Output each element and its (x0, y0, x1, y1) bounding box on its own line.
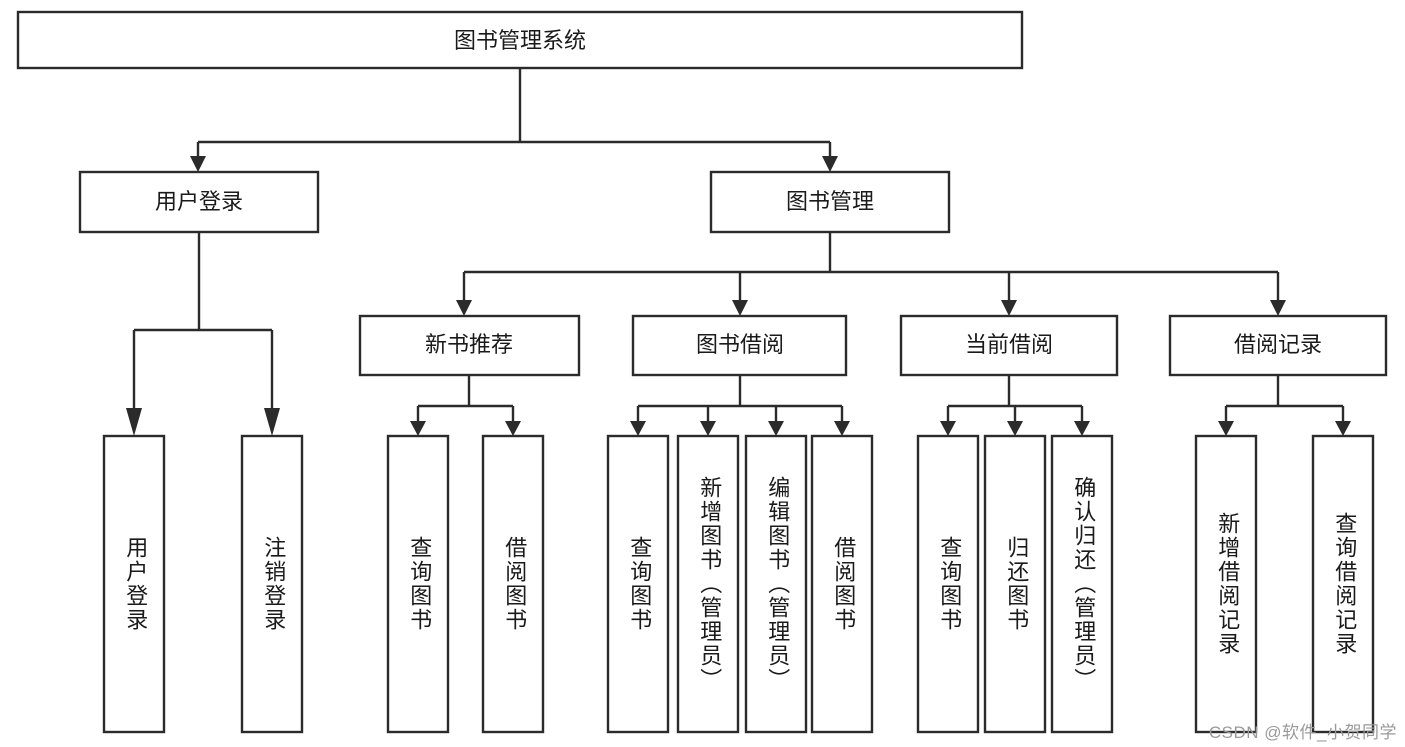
node-leaf-user-login[interactable]: 用户登录 (102, 434, 166, 734)
node-borrow-record-label: 借阅记录 (1234, 332, 1322, 357)
node-leaf-return-book-label: 归还图书 (1004, 536, 1029, 632)
node-leaf-query-borrow-record-label: 查询借阅记录 (1332, 512, 1357, 656)
node-user-login-box[interactable] (78, 170, 320, 234)
node-root-label: 图书管理系统 (454, 28, 586, 53)
node-leaf-borrow-book-new[interactable]: 借阅图书 (481, 434, 545, 734)
arrow-head-icon (1335, 421, 1351, 436)
arrow-head-icon (1007, 421, 1023, 436)
arrow-head-icon (410, 421, 426, 436)
node-current-borrow-box[interactable] (899, 314, 1119, 377)
node-leaf-add-borrow-record-label: 新增借阅记录 (1215, 512, 1240, 656)
node-user-login[interactable]: 用户登录 (78, 170, 320, 234)
node-current-borrow-label: 当前借阅 (965, 332, 1053, 357)
node-leaf-return-book-box[interactable] (983, 434, 1047, 734)
node-new-book-recommend-box[interactable] (358, 314, 581, 377)
node-root-system[interactable]: 图书管理系统 (16, 10, 1024, 70)
arrow-head-icon (1074, 421, 1090, 436)
node-leaf-edit-book-admin-label: 编辑图书（管理员） (765, 476, 790, 692)
node-leaf-user-login-label: 用户登录 (123, 536, 148, 632)
arrow-head-icon (1001, 300, 1017, 316)
node-leaf-edit-book-admin-box[interactable] (744, 434, 808, 734)
node-book-borrow-label: 图书借阅 (696, 332, 784, 357)
node-leaf-query-book-current[interactable]: 查询图书 (916, 434, 980, 734)
node-root-box[interactable] (16, 10, 1024, 70)
arrow-head-icon (190, 156, 206, 172)
arrow-head-icon (768, 421, 784, 436)
node-book-management[interactable]: 图书管理 (709, 170, 951, 234)
node-leaf-add-borrow-record[interactable]: 新增借阅记录 (1194, 434, 1258, 734)
node-new-book-recommend[interactable]: 新书推荐 (358, 314, 581, 377)
arrowheads-group (126, 156, 1351, 436)
node-current-borrow[interactable]: 当前借阅 (899, 314, 1119, 377)
arrow-head-icon (456, 300, 472, 316)
node-leaf-borrow-book-new-box[interactable] (481, 434, 545, 734)
node-leaf-logout[interactable]: 注销登录 (240, 434, 304, 734)
node-leaf-add-borrow-record-box[interactable] (1194, 434, 1258, 734)
arrow-head-icon (505, 421, 521, 436)
arrow-head-icon (264, 408, 280, 436)
arrow-head-icon (1270, 300, 1286, 316)
node-user-login-label: 用户登录 (155, 189, 243, 214)
node-leaf-query-book-current-label: 查询图书 (937, 536, 962, 632)
node-book-management-box[interactable] (709, 170, 951, 234)
node-leaf-return-book[interactable]: 归还图书 (983, 434, 1047, 734)
node-leaf-query-book-new-label: 查询图书 (407, 536, 432, 632)
node-leaf-query-book-current-box[interactable] (916, 434, 980, 734)
node-leaf-query-book-borrow-box[interactable] (606, 434, 670, 734)
node-leaf-query-book-borrow[interactable]: 查询图书 (606, 434, 670, 734)
arrow-head-icon (630, 421, 646, 436)
node-leaf-edit-book-admin[interactable]: 编辑图书（管理员） (744, 434, 808, 734)
node-leaf-logout-label: 注销登录 (261, 536, 286, 632)
node-leaf-add-book-admin-box[interactable] (676, 434, 740, 734)
node-leaf-borrow-book-new-label: 借阅图书 (502, 536, 527, 632)
node-leaf-user-login-box[interactable] (102, 434, 166, 734)
arrow-head-icon (822, 156, 838, 172)
node-leaf-borrow-book[interactable]: 借阅图书 (810, 434, 874, 734)
node-borrow-record[interactable]: 借阅记录 (1168, 314, 1388, 377)
arrow-head-icon (940, 421, 956, 436)
node-leaf-add-book-admin[interactable]: 新增图书（管理员） (676, 434, 740, 734)
node-new-book-recommend-label: 新书推荐 (425, 332, 513, 357)
arrow-head-icon (126, 408, 142, 436)
node-book-borrow-box[interactable] (631, 314, 848, 377)
node-leaf-query-book-borrow-label: 查询图书 (627, 536, 652, 632)
connectors-group (132, 68, 1345, 421)
node-leaf-borrow-book-box[interactable] (810, 434, 874, 734)
node-leaf-query-book-new[interactable]: 查询图书 (386, 434, 450, 734)
arrow-head-icon (1218, 421, 1234, 436)
node-leaf-confirm-return-admin-label: 确认归还（管理员） (1071, 476, 1096, 692)
arrow-head-icon (834, 421, 850, 436)
node-borrow-record-box[interactable] (1168, 314, 1388, 377)
node-leaf-borrow-book-label: 借阅图书 (831, 536, 856, 632)
node-leaf-confirm-return-admin-box[interactable] (1050, 434, 1114, 734)
arrow-head-icon (700, 421, 716, 436)
node-leaf-logout-box[interactable] (240, 434, 304, 734)
node-leaf-add-book-admin-label: 新增图书（管理员） (697, 476, 722, 692)
node-leaf-query-book-new-box[interactable] (386, 434, 450, 734)
node-book-borrow[interactable]: 图书借阅 (631, 314, 848, 377)
node-leaf-confirm-return-admin[interactable]: 确认归还（管理员） (1050, 434, 1114, 734)
node-leaf-query-borrow-record-box[interactable] (1311, 434, 1375, 734)
arrow-head-icon (732, 300, 748, 316)
node-leaf-query-borrow-record[interactable]: 查询借阅记录 (1311, 434, 1375, 734)
node-book-management-label: 图书管理 (786, 189, 874, 214)
